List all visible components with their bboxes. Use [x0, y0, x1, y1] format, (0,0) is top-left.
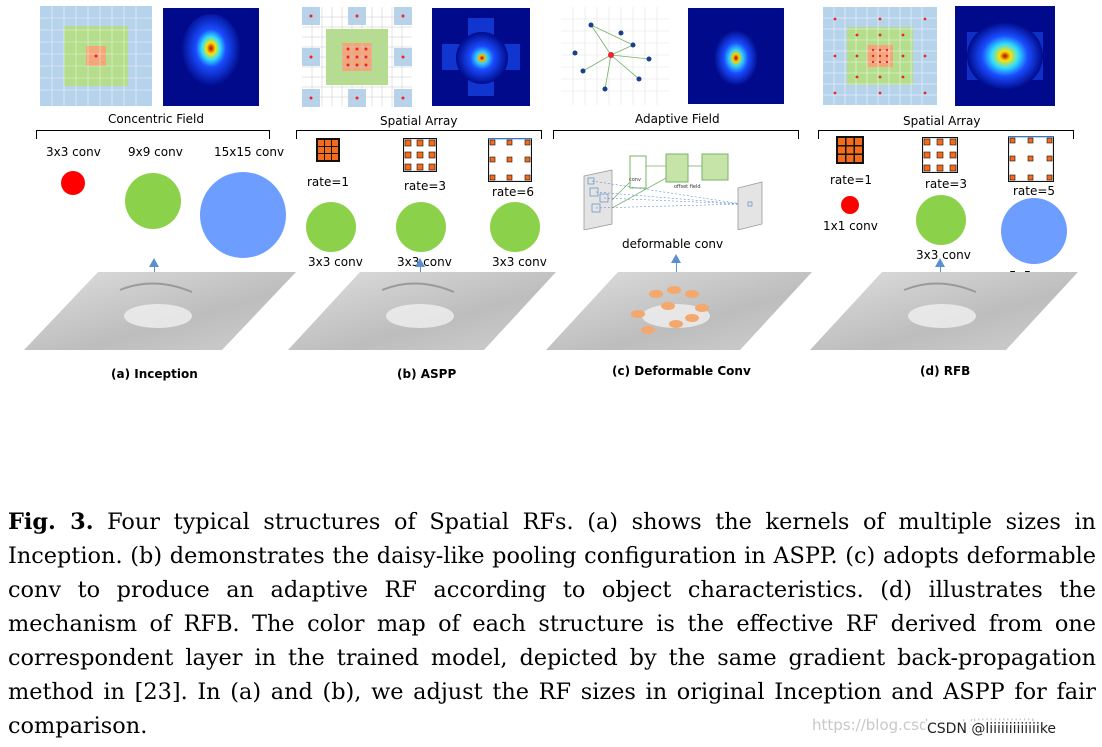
conv-label: 3x3 conv	[916, 248, 971, 262]
section-title: Spatial Array	[903, 114, 981, 128]
panel-caption: (b) ASPP	[397, 367, 457, 381]
rfb-kernel-rate5-icon	[1008, 136, 1054, 182]
rate-label: rate=3	[404, 179, 447, 193]
kernel-circle-large	[1001, 198, 1067, 264]
conv-label: 1x1 conv	[823, 219, 878, 233]
figure-label: Fig. 3.	[8, 509, 94, 535]
kernel-circle	[396, 202, 446, 252]
dilated-kernel-rate1-icon	[316, 138, 340, 162]
section-title: Spatial Array	[380, 114, 458, 128]
section-brace	[36, 130, 270, 139]
rfb-kernel-rate1-icon	[836, 136, 864, 164]
rfb-kernel-rate3-icon	[922, 137, 958, 173]
section-title: Adaptive Field	[635, 112, 720, 126]
effective-rf-heatmap	[688, 8, 784, 104]
input-image-plane	[546, 272, 812, 350]
kernel-circle	[490, 202, 540, 252]
daisy-grid-image	[302, 7, 412, 107]
panel-caption: (a) Inception	[111, 367, 198, 381]
rfb-grid-image	[823, 7, 937, 105]
section-brace	[818, 130, 1074, 139]
section-brace	[296, 130, 542, 139]
input-image-plane	[288, 272, 556, 350]
dilated-kernel-rate6-icon	[488, 138, 532, 182]
arrow-up-icon	[935, 258, 945, 267]
kernel-label: 3x3 conv	[46, 145, 101, 159]
conv-label: 3x3 conv	[308, 255, 363, 269]
panel-caption: (c) Deformable Conv	[612, 364, 751, 378]
figure-caption-text: Four typical structures of Spatial RFs. …	[8, 509, 1096, 739]
effective-rf-heatmap	[432, 8, 530, 106]
kernel-label: 15x15 conv	[214, 145, 285, 159]
rate-label: rate=1	[830, 173, 873, 187]
input-image-plane	[810, 272, 1078, 350]
kernel-circle-medium	[916, 195, 966, 245]
deformable-conv-label: deformable conv	[622, 237, 724, 251]
arrow-up-icon	[671, 254, 681, 263]
kernel-label: 9x9 conv	[128, 145, 183, 159]
kernel-circle	[306, 202, 356, 252]
panel-caption: (d) RFB	[920, 364, 971, 378]
arrow-up-icon	[149, 258, 159, 267]
watermark-credit: CSDN @liiiiiiiiiiiiike	[925, 721, 1059, 737]
kernel-circle-medium	[125, 173, 181, 229]
adaptive-field-graph	[561, 7, 669, 105]
effective-rf-heatmap	[163, 8, 259, 106]
kernel-circle-small	[61, 171, 85, 195]
kernel-circle-small	[841, 196, 859, 214]
dilated-kernel-rate3-icon	[403, 138, 437, 172]
rate-label: rate=5	[1013, 184, 1056, 198]
figure-caption: Fig. 3. Four typical structures of Spati…	[8, 505, 1096, 743]
rate-label: rate=1	[307, 175, 350, 189]
diagram-label: conv	[629, 177, 641, 183]
concentric-grid-image	[40, 6, 152, 106]
conv-label: 3x3 conv	[492, 255, 547, 269]
kernel-circle-large	[200, 172, 286, 258]
effective-rf-heatmap	[955, 6, 1055, 106]
section-brace	[553, 130, 799, 139]
deformable-conv-diagram: conv offset field	[583, 153, 763, 230]
arrow-up-icon	[415, 258, 425, 267]
diagram-label: offset field	[674, 184, 701, 190]
input-image-plane	[24, 272, 296, 350]
rate-label: rate=6	[492, 185, 535, 199]
rate-label: rate=3	[925, 177, 968, 191]
section-title: Concentric Field	[108, 112, 204, 126]
